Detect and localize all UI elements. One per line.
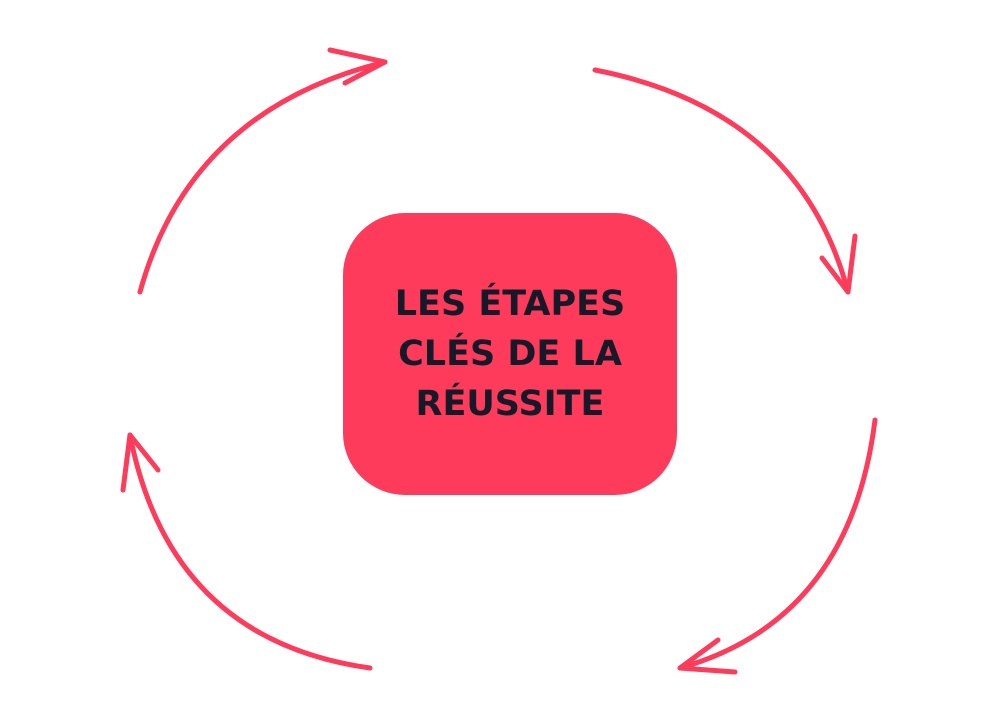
cycle-arrow-top-left bbox=[137, 47, 388, 295]
cycle-arrow-bottom-right bbox=[677, 417, 878, 675]
cycle-arrow-top-right bbox=[592, 67, 858, 295]
center-title: LES ÉTAPES CLÉS DE LA RÉUSSITE bbox=[394, 284, 626, 424]
center-box: LES ÉTAPES CLÉS DE LA RÉUSSITE bbox=[343, 213, 677, 495]
cycle-arrow-bottom-left bbox=[120, 432, 373, 671]
